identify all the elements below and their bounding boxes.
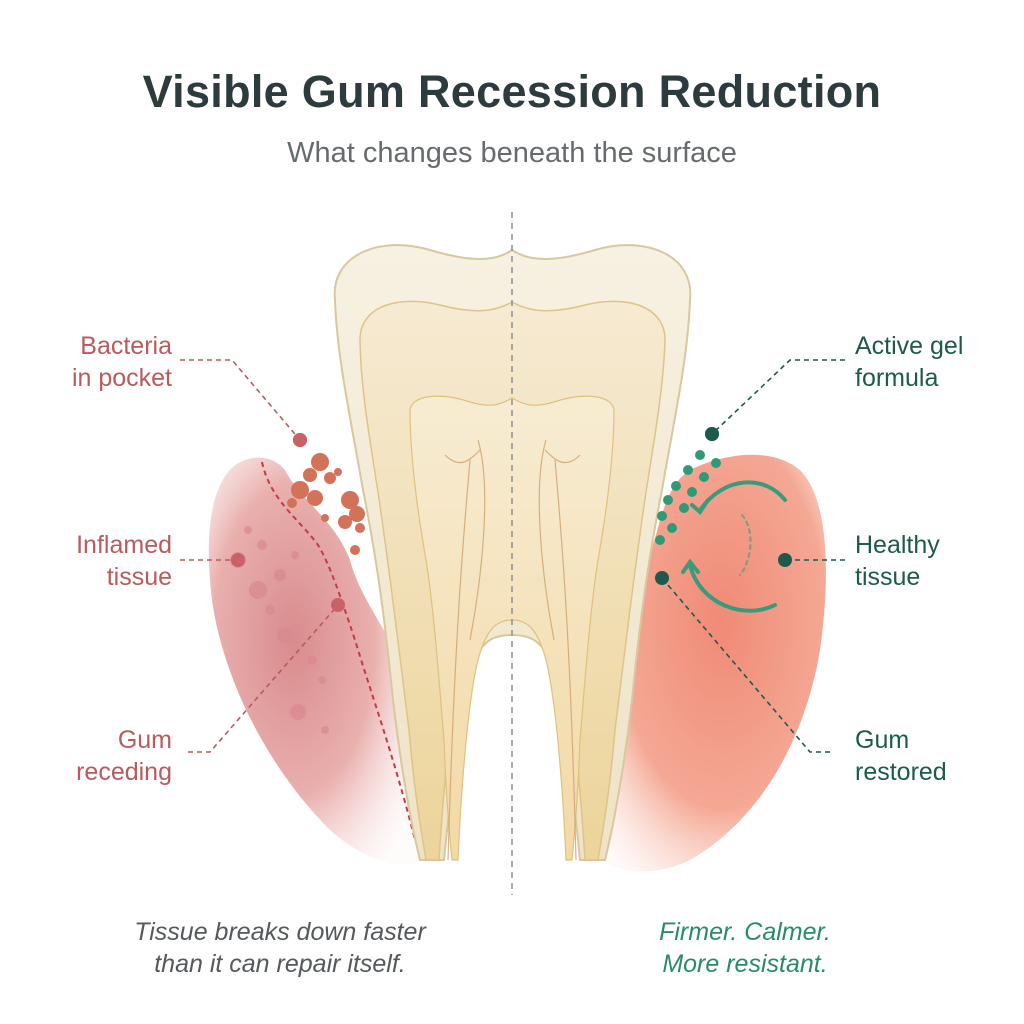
inflamed-pointer-dot (231, 553, 245, 567)
caption-left-line1: Tissue breaks down faster (134, 918, 426, 946)
label-inflamed-line2: tissue (106, 563, 172, 591)
left-leader-lines (180, 359, 339, 753)
caption-right-line1: Firmer. Calmer. (659, 918, 831, 946)
page-subtitle: What changes beneath the surface (287, 137, 737, 169)
healthy-gum (595, 454, 826, 872)
label-restored-line1: Gum (855, 726, 910, 754)
nerve-lines (444, 439, 581, 861)
caption-right-line2: More resistant. (662, 950, 828, 978)
caption-left: Tissue breaks down faster than it can re… (100, 916, 460, 980)
caption-right: Firmer. Calmer. More resistant. (610, 916, 880, 980)
inflammation-spots (230, 526, 329, 734)
label-inflamed-line1: Inflamed (76, 531, 172, 559)
label-bacteria-line2: in pocket (71, 364, 172, 392)
label-gel-line2: formula (855, 364, 939, 392)
restored-pointer-dot (655, 571, 669, 585)
label-gel: Active gel formula (855, 330, 1015, 394)
caption-left-line2: than it can repair itself. (154, 950, 406, 978)
label-healthy-line1: Healthy (855, 531, 940, 559)
label-receding-line2: receding (76, 758, 172, 786)
label-receding-line1: Gum (117, 726, 172, 754)
label-restored: Gum restored (855, 724, 1015, 788)
bacteria-pointer-dot (293, 433, 307, 447)
healing-arrows (681, 480, 787, 613)
right-leader-lines (661, 359, 845, 753)
receding-pointer-dot (331, 598, 345, 612)
label-healthy-line2: tissue (855, 563, 921, 591)
healthy-pointer-dot (778, 553, 792, 567)
label-restored-line2: restored (855, 758, 947, 786)
label-inflamed: Inflamed tissue (20, 529, 172, 593)
label-bacteria-line1: Bacteria (80, 332, 172, 360)
pulp (409, 395, 615, 861)
label-receding: Gum receding (20, 724, 172, 788)
gel-pointer-dot (705, 427, 719, 441)
page-title: Visible Gum Recession Reduction (142, 66, 882, 117)
label-gel-line1: Active gel (855, 332, 964, 360)
label-bacteria: Bacteria in pocket (20, 330, 172, 394)
label-healthy: Healthy tissue (855, 529, 1015, 593)
